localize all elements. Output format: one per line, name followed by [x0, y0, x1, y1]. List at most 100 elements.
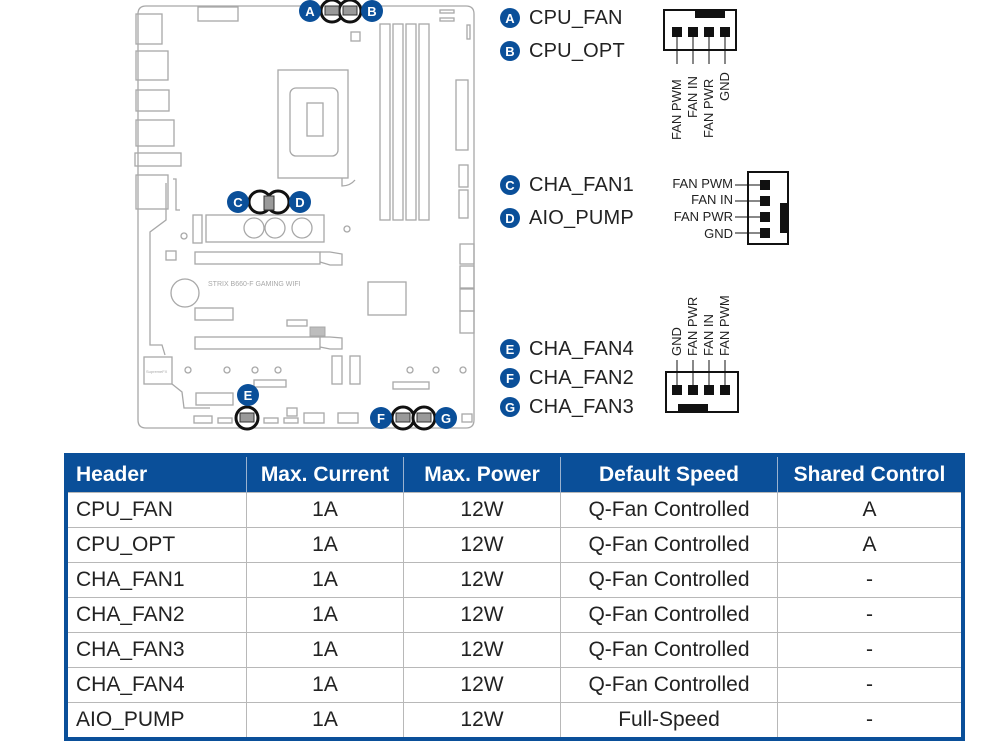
- pin-label: FAN IN: [691, 192, 733, 207]
- column-header: Max. Power: [403, 455, 561, 493]
- svg-text:B: B: [367, 4, 376, 19]
- fan-header-spec-table: Header Max. Current Max. Power Default S…: [64, 453, 965, 741]
- default-speed-cell: Q-Fan Controlled: [560, 492, 778, 528]
- pin-label: FAN PWM: [669, 79, 684, 140]
- column-header: Header: [66, 455, 247, 493]
- svg-text:D: D: [295, 195, 304, 210]
- default-speed-cell: Q-Fan Controlled: [560, 527, 778, 563]
- header-cell: CHA_FAN4: [65, 667, 247, 703]
- legend-cha-fan1: C CHA_FAN1: [500, 172, 634, 198]
- max-power-cell: 12W: [403, 527, 561, 563]
- header-cell: CPU_FAN: [65, 492, 247, 528]
- badge-f: F: [500, 368, 520, 388]
- board-badge-g: G: [435, 407, 457, 429]
- shared-control-cell: A: [777, 492, 964, 528]
- table-header-row: Header Max. Current Max. Power Default S…: [66, 455, 963, 493]
- header-cell: CPU_OPT: [65, 527, 247, 563]
- legend-cha-fan2: F CHA_FAN2: [500, 365, 634, 391]
- pin-label: GND: [669, 327, 684, 356]
- legend-label: CHA_FAN4: [529, 337, 634, 360]
- board-badge-a: A: [299, 0, 321, 22]
- max-power-cell: 12W: [403, 492, 561, 528]
- pin-label: GND: [717, 72, 732, 101]
- max-current-cell: 1A: [246, 702, 404, 740]
- motherboard-layout: STRIX B660-F GAMING WIFI SupremeFX A: [134, 0, 789, 431]
- svg-text:E: E: [244, 388, 253, 403]
- badge-d: D: [500, 208, 520, 228]
- badge-g: G: [500, 397, 520, 417]
- legend-label: CHA_FAN2: [529, 366, 634, 389]
- legend-cpu-fan: A CPU_FAN: [500, 5, 623, 31]
- pin-label: GND: [704, 226, 733, 241]
- column-header: Shared Control: [777, 455, 963, 493]
- svg-text:G: G: [441, 411, 451, 426]
- max-current-cell: 1A: [246, 632, 404, 668]
- shared-control-cell: -: [777, 702, 964, 740]
- legend-cha-fan3: G CHA_FAN3: [500, 394, 634, 420]
- default-speed-cell: Full-Speed: [560, 702, 778, 740]
- board-badge-b: B: [361, 0, 383, 22]
- header-cell: CHA_FAN3: [65, 632, 247, 668]
- board-badge-f: F: [370, 407, 392, 429]
- header-cell: CHA_FAN2: [65, 597, 247, 633]
- header-cell: AIO_PUMP: [65, 702, 247, 740]
- default-speed-cell: Q-Fan Controlled: [560, 632, 778, 668]
- max-current-cell: 1A: [246, 527, 404, 563]
- column-header: Max. Current: [246, 455, 404, 493]
- legend-aio-pump: D AIO_PUMP: [500, 205, 634, 231]
- badge-b: B: [500, 41, 520, 61]
- badge-e: E: [500, 339, 520, 359]
- legend-label: CHA_FAN3: [529, 395, 634, 418]
- svg-text:C: C: [233, 195, 243, 210]
- max-current-cell: 1A: [246, 562, 404, 598]
- pin-label: FAN PWR: [673, 209, 733, 224]
- default-speed-cell: Q-Fan Controlled: [560, 597, 778, 633]
- badge-c: C: [500, 175, 520, 195]
- legend-cha-fan4: E CHA_FAN4: [500, 336, 634, 362]
- default-speed-cell: Q-Fan Controlled: [560, 562, 778, 598]
- board-badge-e: E: [237, 384, 259, 406]
- diagram-area: STRIX B660-F GAMING WIFI SupremeFX A: [134, 0, 789, 431]
- max-power-cell: 12W: [403, 702, 561, 740]
- pinout-diagram-bottom: [665, 360, 739, 413]
- legend-label: CPU_OPT: [529, 39, 625, 62]
- pin-label: FAN IN: [685, 76, 700, 118]
- shared-control-cell: -: [777, 632, 964, 668]
- shared-control-cell: -: [777, 562, 964, 598]
- shared-control-cell: -: [777, 667, 964, 703]
- svg-text:A: A: [305, 4, 315, 19]
- max-power-cell: 12W: [403, 667, 561, 703]
- pin-label: FAN PWM: [717, 295, 732, 356]
- pin-label: FAN IN: [701, 314, 716, 356]
- legend-label: AIO_PUMP: [529, 206, 634, 229]
- pin-label: FAN PWR: [701, 78, 716, 138]
- max-power-cell: 12W: [403, 632, 561, 668]
- max-current-cell: 1A: [246, 597, 404, 633]
- legend-label: CPU_FAN: [529, 6, 623, 29]
- legend-cpu-opt: B CPU_OPT: [500, 38, 625, 64]
- pinout-diagram-side: [735, 171, 789, 245]
- max-power-cell: 12W: [403, 562, 561, 598]
- legend-label: CHA_FAN1: [529, 173, 634, 196]
- max-current-cell: 1A: [246, 667, 404, 703]
- max-power-cell: 12W: [403, 597, 561, 633]
- board-badge-c: C: [227, 191, 249, 213]
- supremefx-text: SupremeFX: [146, 369, 168, 374]
- shared-control-cell: -: [777, 597, 964, 633]
- svg-text:F: F: [377, 411, 385, 426]
- shared-control-cell: A: [777, 527, 964, 563]
- pinout-diagram-cpu: [663, 9, 737, 64]
- default-speed-cell: Q-Fan Controlled: [560, 667, 778, 703]
- header-cell: CHA_FAN1: [65, 562, 247, 598]
- pin-label: FAN PWM: [672, 176, 733, 191]
- max-current-cell: 1A: [246, 492, 404, 528]
- board-outline: [137, 5, 475, 429]
- column-header: Default Speed: [560, 455, 778, 493]
- pin-label: FAN PWR: [685, 296, 700, 356]
